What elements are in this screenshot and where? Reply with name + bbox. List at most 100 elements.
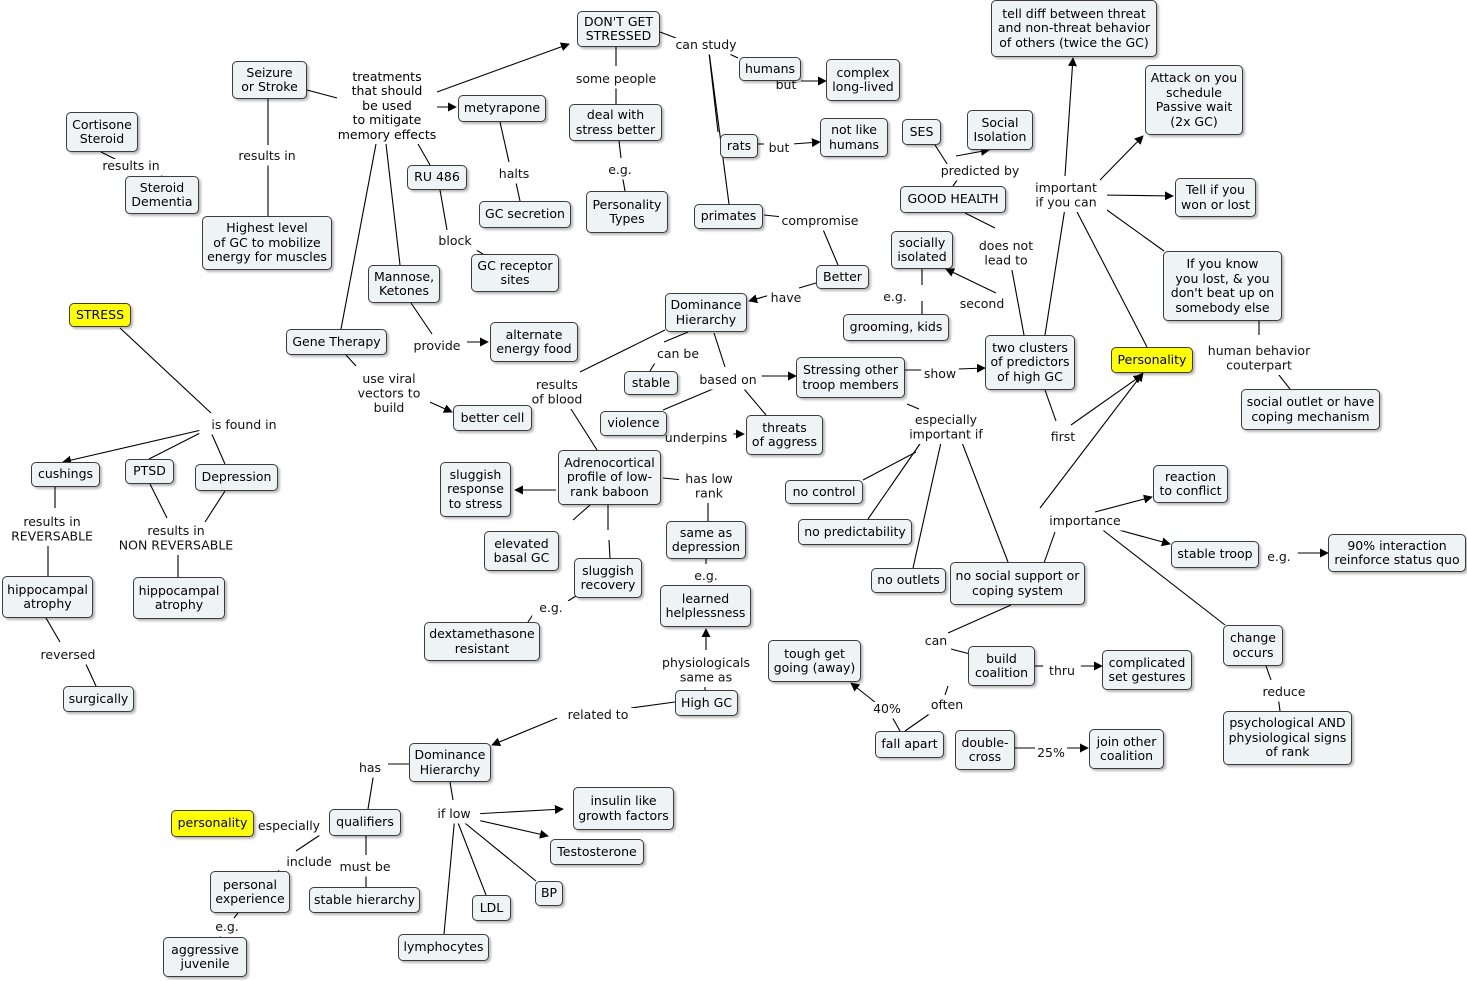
link-label-bg bbox=[955, 297, 1009, 314]
link-label-bg bbox=[1043, 664, 1081, 681]
link-label-provide: provide bbox=[414, 338, 461, 353]
concept-not-like: not like humans bbox=[820, 118, 888, 157]
concept-stressing: Stressing other troop members bbox=[796, 357, 905, 398]
link-label-twentyfive: 25% bbox=[1037, 745, 1065, 760]
link-label-bg bbox=[921, 367, 959, 384]
link-label-forty: 40% bbox=[873, 701, 901, 716]
link-label-bg bbox=[226, 149, 308, 166]
link-label-bg bbox=[407, 339, 467, 356]
concept-mannose: Mannose, Ketones bbox=[368, 265, 440, 303]
link-label-bg bbox=[920, 634, 952, 651]
concept-tell-won: Tell if you won or lost bbox=[1175, 178, 1256, 217]
link-label-bg bbox=[694, 373, 762, 390]
concept-socially-isolated: socially isolated bbox=[891, 231, 953, 269]
connector-line bbox=[417, 143, 431, 166]
link-label-bg bbox=[1257, 685, 1311, 702]
concept-tough: tough get going (away) bbox=[768, 640, 861, 682]
link-label-must-be: must be bbox=[339, 859, 390, 874]
concept-gc-secretion: GC secretion bbox=[479, 201, 571, 228]
connector-line bbox=[947, 604, 1012, 634]
link-label-bg bbox=[348, 372, 430, 418]
connector-line bbox=[579, 329, 666, 373]
link-label-bg bbox=[1203, 344, 1315, 375]
connector-line bbox=[345, 354, 357, 367]
concept-aggressive: aggressive juvenile bbox=[163, 937, 247, 977]
connector-line bbox=[1099, 204, 1165, 252]
link-label-bg bbox=[668, 38, 744, 55]
concept-humans: humans bbox=[739, 57, 801, 81]
link-label-eg-2: e.g. bbox=[694, 568, 718, 583]
link-label-importance: importance bbox=[1049, 513, 1121, 528]
link-label-some-people: some people bbox=[576, 71, 657, 86]
connector-line bbox=[867, 437, 925, 520]
concept-personality-low: personality bbox=[171, 810, 254, 837]
concept-gene-therapy: Gene Therapy bbox=[286, 329, 387, 355]
concept-surgically: surgically bbox=[63, 686, 134, 712]
concept-dom1: Dominance Hierarchy bbox=[665, 293, 747, 332]
link-label-predicted-by: predicted by bbox=[941, 163, 1020, 178]
connector-line bbox=[385, 143, 401, 266]
concept-hippo2: hippocampal atrophy bbox=[133, 577, 225, 619]
concept-gc-receptor: GC receptor sites bbox=[471, 254, 559, 292]
link-label-show: show bbox=[924, 366, 956, 381]
connector-line bbox=[608, 539, 611, 559]
concept-complex: complex long-lived bbox=[826, 59, 900, 101]
link-label-have: have bbox=[771, 290, 802, 305]
concept-fall-apart: fall apart bbox=[875, 731, 944, 758]
concept-qualifiers: qualifiers bbox=[329, 809, 401, 836]
link-label-bg bbox=[208, 920, 246, 937]
concept-ldl: LDL bbox=[472, 895, 511, 921]
concept-primates: primates bbox=[694, 204, 763, 229]
concept-bp: BP bbox=[535, 881, 563, 906]
link-label-is-found-in: is found in bbox=[211, 417, 276, 432]
link-label-bg bbox=[679, 472, 739, 503]
connector-line bbox=[1044, 207, 1066, 336]
link-label-bg bbox=[1260, 550, 1298, 567]
connector-line bbox=[955, 426, 1009, 563]
link-label-bg bbox=[11, 515, 93, 546]
link-label-bg bbox=[767, 291, 805, 308]
connector-line bbox=[567, 595, 577, 602]
connector-line bbox=[821, 226, 839, 266]
concept-insulin: insulin like growth factors bbox=[573, 787, 674, 830]
connector-line bbox=[454, 814, 487, 896]
link-label-bg bbox=[601, 163, 639, 180]
concept-learned: learned helplessness bbox=[660, 585, 751, 627]
connector-line bbox=[964, 212, 996, 229]
link-label-halts: halts bbox=[499, 166, 529, 181]
link-label-bg bbox=[972, 239, 1040, 270]
concept-dexa: dextamethasone resistant bbox=[424, 622, 540, 661]
link-label-bg bbox=[427, 807, 481, 824]
link-label-bg bbox=[432, 234, 478, 251]
concept-psych: psychological AND physiological signs of… bbox=[1223, 711, 1352, 765]
concept-deal-stress: deal with stress better bbox=[569, 104, 662, 141]
link-label-bg bbox=[90, 159, 172, 176]
link-label-has: has bbox=[359, 760, 381, 775]
connector-line bbox=[443, 814, 456, 935]
link-label-bg bbox=[1035, 746, 1067, 763]
connector-line bbox=[1074, 207, 1148, 348]
link-label-underpins: underpins bbox=[665, 430, 727, 445]
concept-cushings: cushings bbox=[31, 462, 100, 487]
concept-stable-hier: stable hierarchy bbox=[309, 887, 420, 913]
link-label-eg-5: e.g. bbox=[883, 289, 907, 304]
link-label-bg bbox=[779, 214, 861, 231]
concept-good-health: GOOD HEALTH bbox=[900, 186, 1006, 213]
concept-double-cross: double- cross bbox=[955, 730, 1015, 770]
link-label-bg bbox=[876, 290, 914, 307]
link-label-results-in-1: results in bbox=[102, 158, 159, 173]
link-label-bg bbox=[871, 702, 903, 719]
concept-better: Better bbox=[816, 265, 869, 289]
link-label-bg bbox=[279, 855, 339, 872]
link-label-related-to: related to bbox=[568, 707, 629, 722]
connector-line bbox=[955, 147, 990, 157]
connector-line bbox=[1099, 135, 1144, 181]
link-label-bg bbox=[897, 413, 995, 444]
link-label-bg bbox=[931, 164, 1029, 181]
concept-personality-types: Personality Types bbox=[586, 191, 668, 233]
